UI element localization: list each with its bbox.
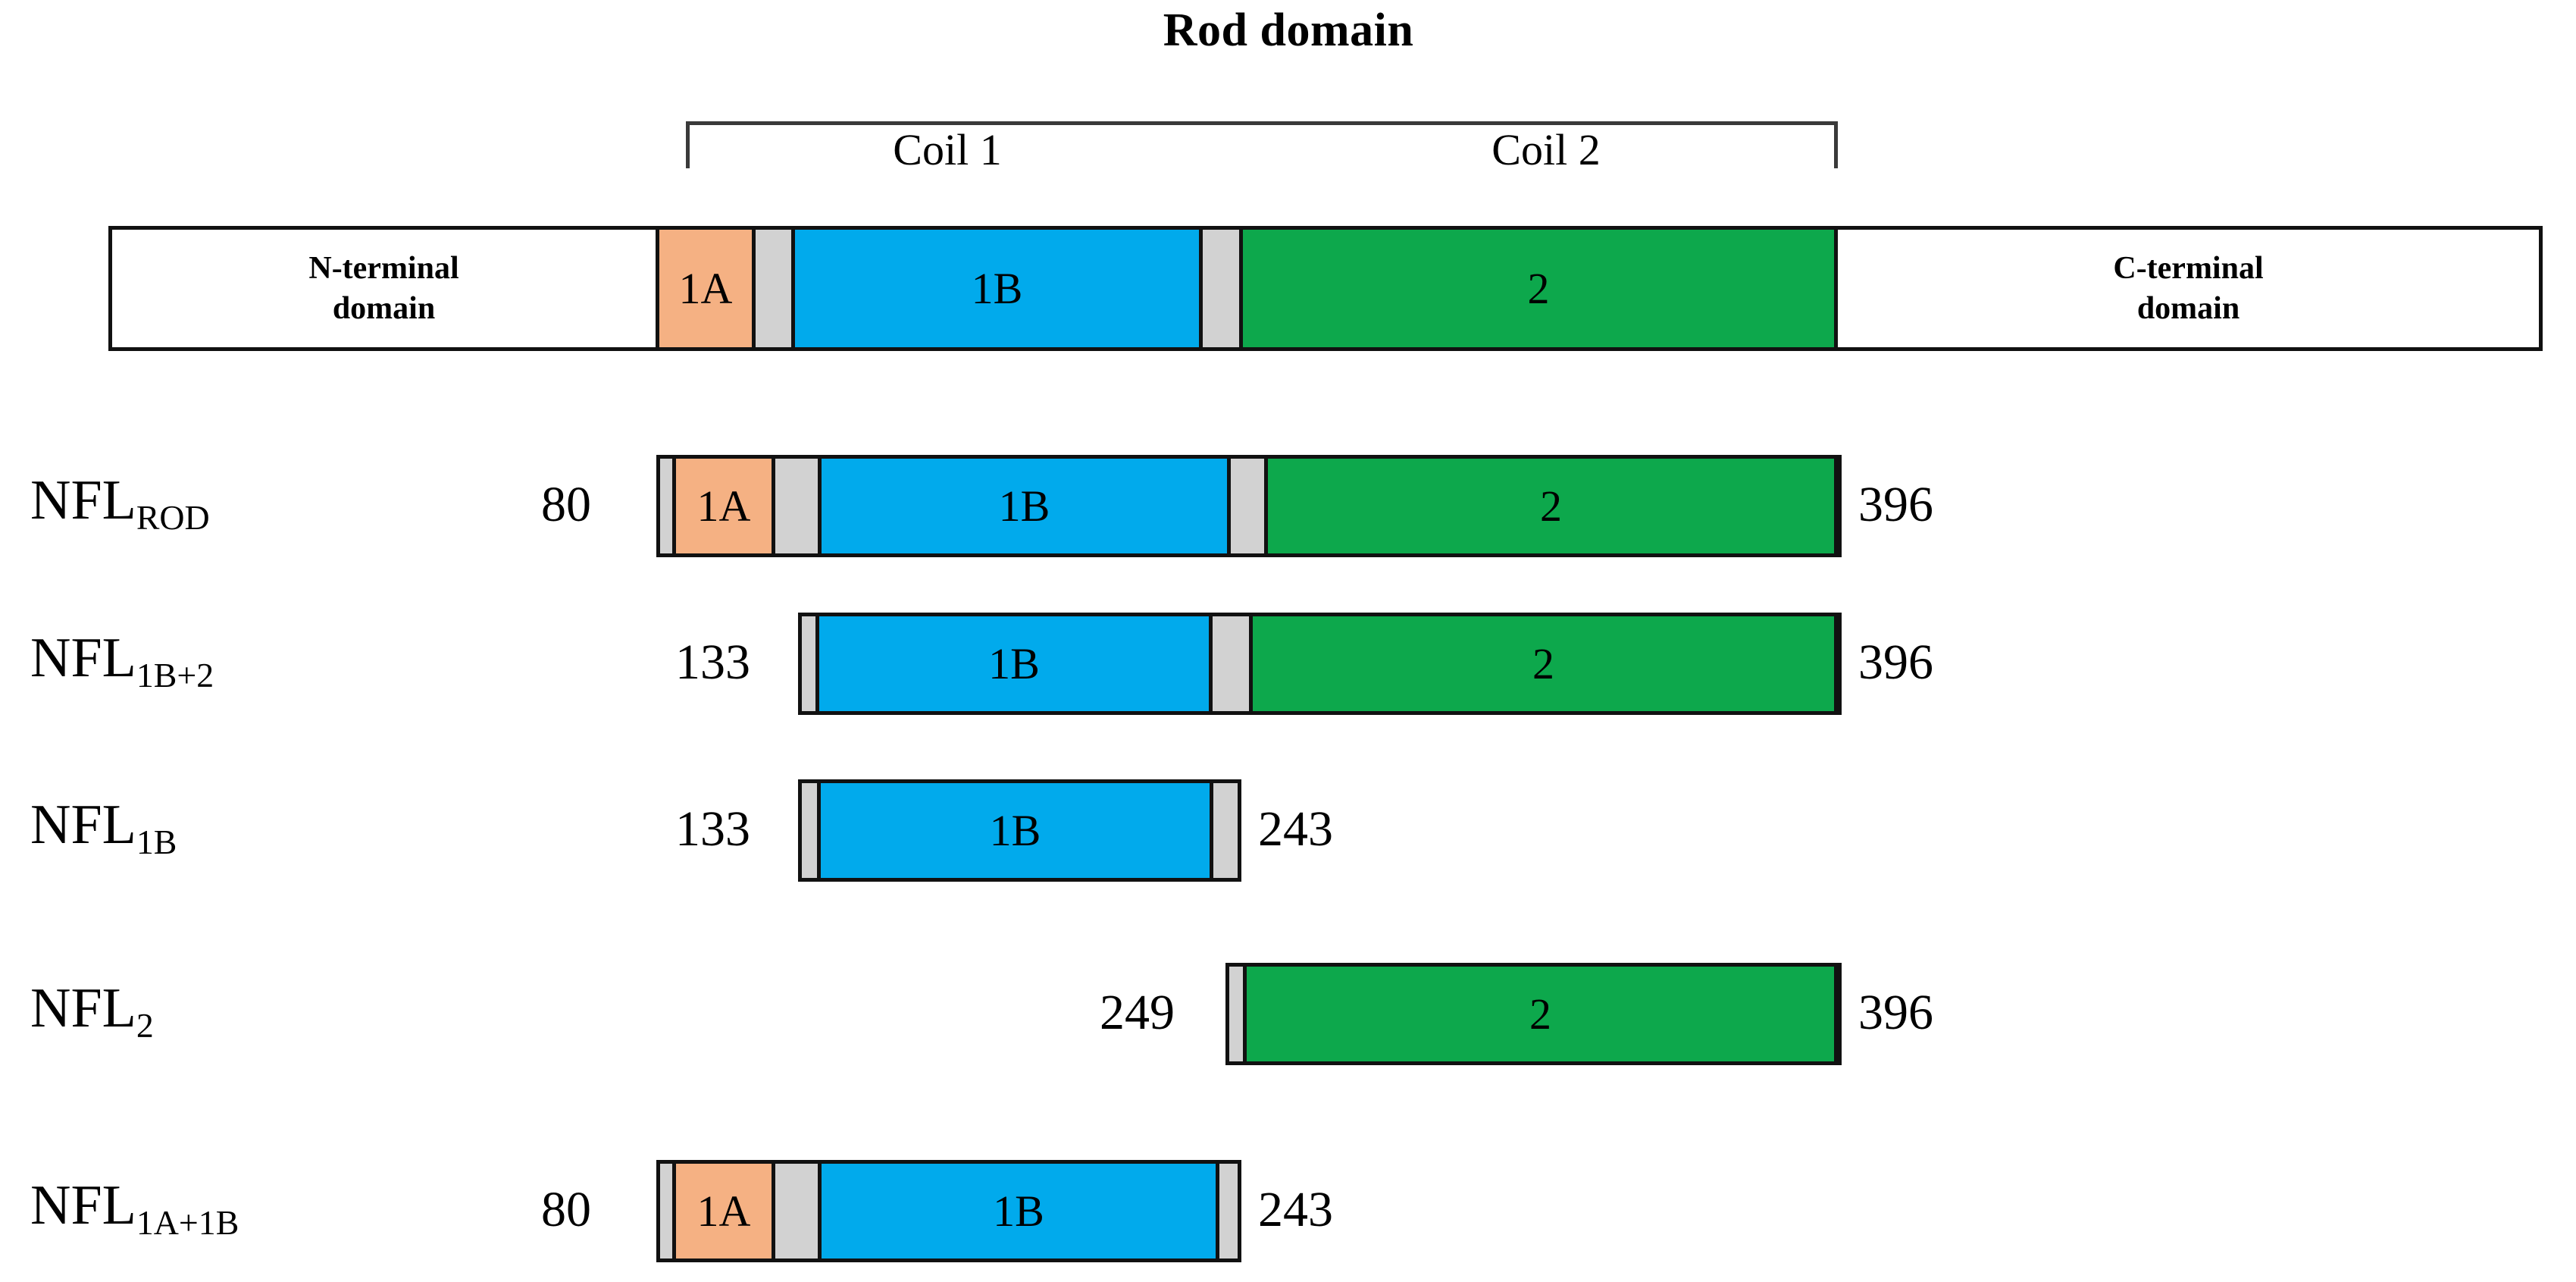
construct-label-nfl-1a-1b: NFL1A+1B — [30, 1174, 239, 1242]
reference-linker-1a-1b — [756, 230, 791, 347]
coil-1-label: Coil 1 — [893, 125, 1002, 174]
construct-label-nfl-1b: NFL1B — [30, 794, 177, 861]
n-terminal-domain-label: N-terminal domain — [308, 251, 459, 326]
nfl-1b-linker-start — [802, 783, 817, 878]
nfl-1a-1b-linker-1a-1b — [775, 1164, 818, 1258]
nfl-1b-2-linker-1b-2 — [1213, 616, 1249, 711]
nfl-1a-1b-linker-end — [1219, 1164, 1238, 1258]
start-coordinate-nfl-1b: 133 — [675, 801, 750, 857]
construct-bar-nfl-2: 2 — [1225, 963, 1842, 1065]
nfl-2-segment-2: 2 — [1243, 967, 1838, 1061]
construct-bar-nfl-1a-1b: 1A 1B — [656, 1160, 1241, 1262]
construct-row-nfl-1a-1b: NFL1A+1B 80 1A 1B 243 — [0, 1124, 2576, 1262]
nfl-1a-1b-linker-start — [660, 1164, 672, 1258]
construct-label-nfl-2: NFL2 — [30, 977, 154, 1045]
rod-domain-title: Rod domain — [1163, 5, 1414, 56]
reference-segment-2: 2 — [1239, 230, 1838, 347]
nfl-1b-2-segment-2: 2 — [1249, 616, 1838, 711]
reference-segment-1b: 1B — [791, 230, 1203, 347]
nfl-1b-2-segment-1b: 1B — [815, 616, 1213, 711]
c-terminal-domain-label: C-terminal domain — [2113, 251, 2264, 326]
construct-row-nfl-1b-2: NFL1B+2 133 1B 2 396 — [0, 609, 2576, 738]
end-coordinate-nfl-2: 396 — [1858, 985, 1933, 1040]
construct-row-nfl-2: NFL2 249 2 396 — [0, 959, 2576, 1088]
reference-protein-bar: N-terminal domain 1A 1B 2 C-terminal dom… — [108, 226, 2543, 351]
end-coordinate-nfl-1b-2: 396 — [1858, 635, 1933, 690]
construct-row-nfl-1b: NFL1B 133 1B 243 — [0, 776, 2576, 904]
end-coordinate-nfl-1b: 243 — [1258, 801, 1333, 857]
nfl-2-linker-start — [1229, 967, 1243, 1061]
reference-linker-1b-2 — [1203, 230, 1239, 347]
start-coordinate-nfl-1a-1b: 80 — [541, 1182, 591, 1237]
reference-segment-1a: 1A — [656, 230, 756, 347]
nfl-rod-linker-1a-1b — [775, 459, 818, 553]
coil-2-label: Coil 2 — [1491, 125, 1601, 174]
start-coordinate-nfl-2: 249 — [1100, 985, 1175, 1040]
rod-domain-bracket — [686, 121, 1838, 168]
nfl-rod-segment-1b: 1B — [818, 459, 1231, 553]
construct-bar-nfl-1b-2: 1B 2 — [798, 613, 1842, 715]
nfl-1b-segment-1b: 1B — [817, 783, 1213, 878]
nfl-1b-linker-end — [1213, 783, 1238, 878]
nfl-rod-segment-2: 2 — [1264, 459, 1838, 553]
end-coordinate-nfl-rod: 396 — [1858, 477, 1933, 532]
start-coordinate-nfl-1b-2: 133 — [675, 635, 750, 690]
end-coordinate-nfl-1a-1b: 243 — [1258, 1182, 1333, 1237]
construct-bar-nfl-1b: 1B — [798, 779, 1241, 882]
construct-label-nfl-1b-2: NFL1B+2 — [30, 627, 214, 694]
nfl-rod-segment-1a: 1A — [672, 459, 775, 553]
start-coordinate-nfl-rod: 80 — [541, 477, 591, 532]
n-terminal-domain-segment: N-terminal domain — [112, 230, 656, 347]
nfl-1a-1b-segment-1b: 1B — [818, 1164, 1219, 1258]
nfl-rod-linker-start — [660, 459, 672, 553]
nfl-rod-linker-1b-2 — [1231, 459, 1264, 553]
nfl-1a-1b-segment-1a: 1A — [672, 1164, 775, 1258]
construct-row-nfl-rod: NFLROD 80 1A 1B 2 396 — [0, 451, 2576, 580]
c-terminal-domain-segment: C-terminal domain — [1838, 230, 2539, 347]
construct-bar-nfl-rod: 1A 1B 2 — [656, 455, 1842, 557]
construct-label-nfl-rod: NFLROD — [30, 469, 210, 537]
nfl-1b-2-linker-start — [802, 616, 815, 711]
